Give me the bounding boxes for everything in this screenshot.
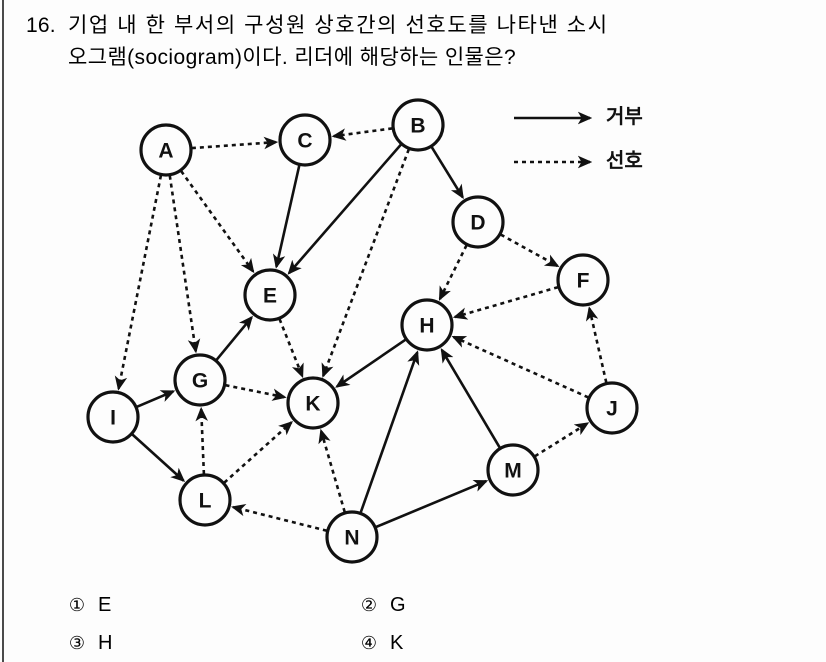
option-4-marker: ④ — [360, 633, 378, 653]
node-N[interactable]: N — [325, 510, 379, 564]
node-E[interactable]: E — [243, 268, 297, 322]
node-N-label: N — [344, 527, 359, 550]
node-M[interactable]: M — [486, 443, 540, 497]
question-line-1: 16. 기업 내 한 부서의 구성원 상호간의 선호도를 나타낸 소시 — [26, 10, 806, 42]
node-B-label: B — [410, 115, 425, 138]
page-edge-line — [2, 0, 4, 662]
question-line-2: 오그램(sociogram)이다. 리더에 해당하는 인물은? — [26, 42, 806, 74]
edge-M-to-J-prefer — [534, 422, 590, 458]
node-G-circle — [173, 353, 227, 407]
question-block: 16. 기업 내 한 부서의 구성원 상호간의 선호도를 나타낸 소시 오그램(… — [26, 10, 806, 74]
node-B-circle — [391, 98, 445, 152]
edges-layer — [114, 127, 608, 532]
node-G[interactable]: G — [173, 353, 227, 407]
option-4[interactable]: ④ K — [358, 632, 403, 655]
edge-N-to-L-prefer — [231, 503, 328, 532]
edge-A-to-G-prefer — [168, 175, 201, 354]
node-N-circle — [325, 510, 379, 564]
edge-D-to-H-prefer — [438, 244, 468, 301]
node-D-circle — [451, 195, 505, 249]
edge-H-to-K-reject — [335, 338, 407, 388]
node-I-label: I — [110, 407, 116, 430]
edge-N-to-M-reject — [375, 479, 489, 529]
edge-J-to-F-prefer — [585, 306, 608, 383]
option-2-text: G — [390, 593, 406, 616]
edge-B-to-K-prefer — [321, 148, 411, 378]
question-number: 16. — [26, 14, 56, 37]
node-K[interactable]: K — [286, 376, 340, 430]
node-M-label: M — [504, 460, 522, 483]
node-H-label: H — [419, 315, 434, 338]
option-3[interactable]: ③ H — [66, 632, 358, 655]
edge-G-to-K-prefer — [225, 383, 287, 401]
edge-L-to-G-prefer — [195, 406, 208, 475]
edge-B-to-C-prefer — [331, 127, 393, 141]
option-1[interactable]: ① E — [66, 594, 358, 617]
node-L[interactable]: L — [178, 473, 232, 527]
edge-J-to-H-prefer — [451, 335, 589, 399]
node-L-circle — [178, 473, 232, 527]
option-2-marker: ② — [360, 595, 378, 615]
edge-A-to-E-prefer — [180, 170, 255, 274]
node-J-circle — [585, 381, 639, 435]
node-I[interactable]: I — [86, 390, 140, 444]
question-text-line-1: 기업 내 한 부서의 구성원 상호간의 선호도를 나타낸 소시 — [68, 14, 609, 37]
nodes-layer: A B C D E F G H I J K L M N — [86, 98, 639, 564]
node-I-circle — [86, 390, 140, 444]
legend-reject-label: 거부 — [606, 105, 643, 128]
node-F-circle — [556, 253, 610, 307]
edge-N-to-H-reject — [359, 350, 420, 513]
node-D[interactable]: D — [451, 195, 505, 249]
edge-C-to-E-reject — [272, 165, 301, 269]
option-1-marker: ① — [68, 595, 86, 615]
node-G-label: G — [192, 370, 208, 393]
edge-B-to-D-reject — [430, 146, 464, 200]
legend-prefer-label: 선호 — [606, 149, 643, 172]
edge-L-to-K-prefer — [223, 420, 293, 484]
edge-I-to-L-reject — [131, 433, 186, 483]
node-H-circle — [400, 298, 454, 352]
node-C-circle — [278, 113, 332, 167]
node-E-circle — [243, 268, 297, 322]
diagram-legend: 거부 선호 — [514, 105, 643, 172]
question-text-line-2: 오그램(sociogram)이다. 리더에 해당하는 인물은? — [68, 46, 517, 69]
edge-E-to-K-prefer — [278, 318, 304, 379]
edge-A-to-C-prefer — [191, 136, 279, 150]
node-A-circle — [139, 123, 193, 177]
option-3-marker: ③ — [68, 633, 86, 653]
node-J-label: J — [606, 398, 618, 421]
node-J[interactable]: J — [585, 381, 639, 435]
node-K-label: K — [305, 393, 320, 416]
edge-B-to-E-reject — [287, 143, 402, 275]
node-A[interactable]: A — [139, 123, 193, 177]
node-D-label: D — [470, 212, 485, 235]
edge-F-to-H-prefer — [452, 285, 559, 320]
option-row-1: ① E ② G — [66, 586, 806, 624]
edge-N-to-K-prefer — [318, 428, 346, 513]
node-H[interactable]: H — [400, 298, 454, 352]
node-C-label: C — [297, 130, 312, 153]
answer-options: ① E ② G ③ H ④ K — [66, 586, 806, 662]
option-3-text: H — [98, 631, 113, 654]
node-L-label: L — [199, 490, 212, 513]
node-A-label: A — [158, 140, 173, 163]
node-K-circle — [286, 376, 340, 430]
option-4-text: K — [390, 631, 404, 654]
node-C[interactable]: C — [278, 113, 332, 167]
node-E-label: E — [263, 285, 277, 308]
edge-A-to-I-prefer — [114, 175, 163, 391]
sociogram-diagram: A B C D E F G H I J K L M N 거부 선호 — [66, 86, 666, 578]
edge-D-to-F-prefer — [500, 233, 560, 268]
node-F-label: F — [577, 270, 590, 293]
edge-I-to-G-reject — [136, 390, 176, 408]
edge-M-to-H-reject — [440, 348, 501, 449]
node-M-circle — [486, 443, 540, 497]
option-2[interactable]: ② G — [358, 594, 406, 617]
sociogram-svg: A B C D E F G H I J K L M N 거부 선호 — [86, 98, 643, 564]
option-row-2: ③ H ④ K — [66, 624, 806, 662]
option-1-text: E — [98, 593, 112, 616]
node-B[interactable]: B — [391, 98, 445, 152]
node-F[interactable]: F — [556, 253, 610, 307]
edge-G-to-E-reject — [215, 315, 253, 361]
